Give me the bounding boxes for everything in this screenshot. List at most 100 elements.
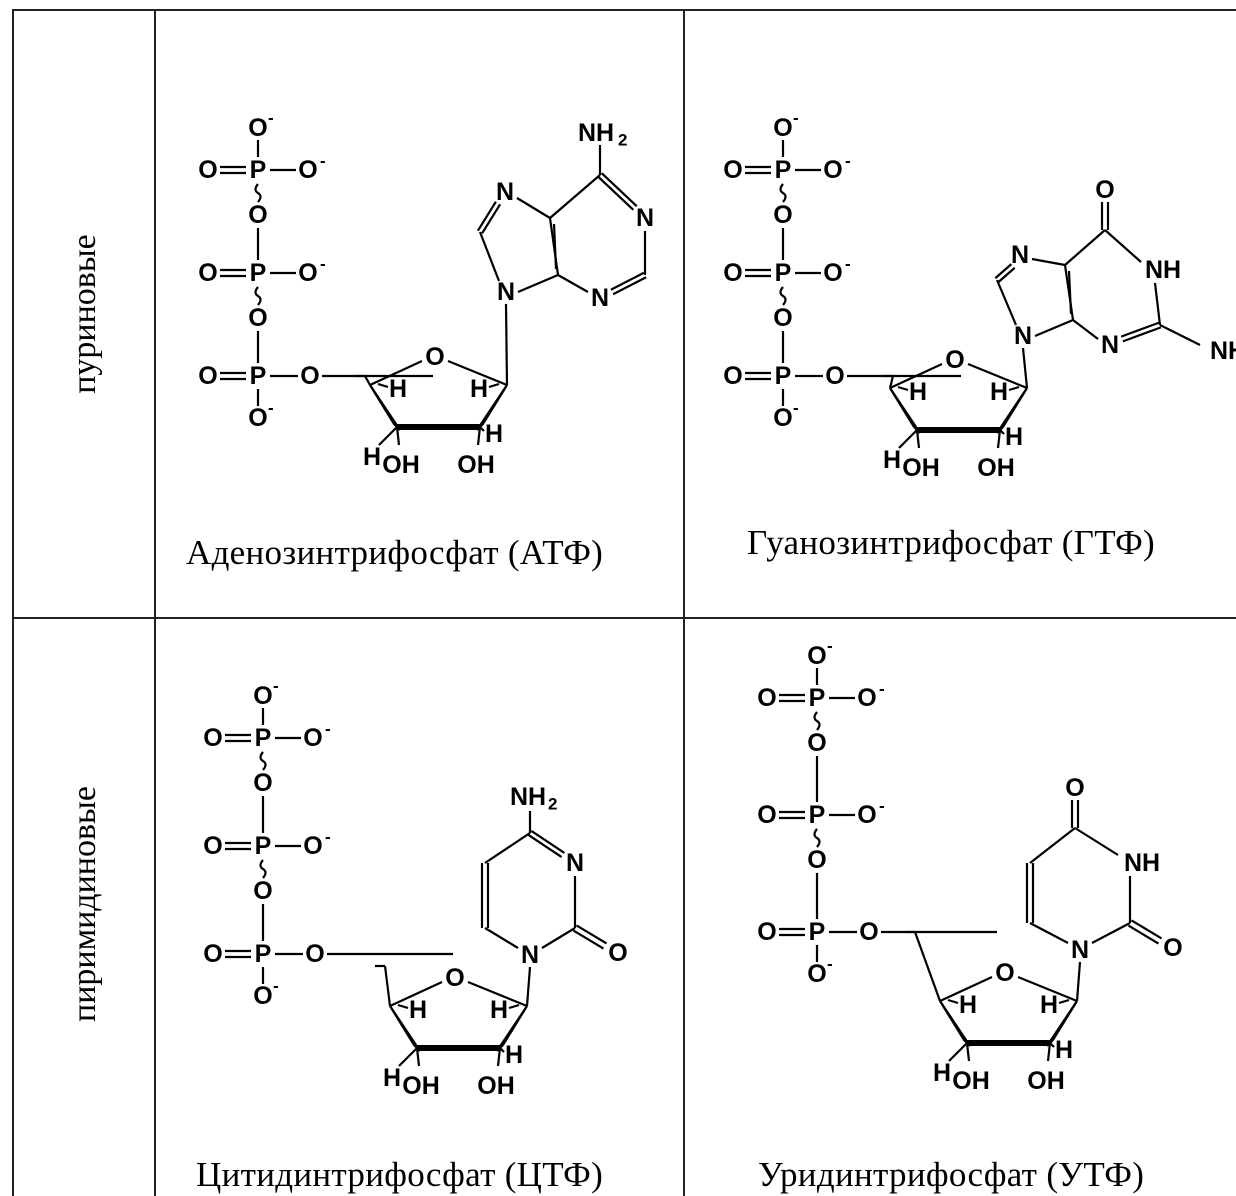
atom-O: O bbox=[253, 769, 272, 797]
charge-minus: - bbox=[320, 152, 326, 171]
table-divider-label-column bbox=[154, 10, 156, 1196]
atom-NH: NH bbox=[1124, 849, 1160, 877]
bond bbox=[995, 279, 1018, 326]
bond-ring bbox=[447, 359, 508, 387]
bond bbox=[415, 1047, 421, 1067]
atom-O: O bbox=[857, 801, 876, 829]
atom-O: O bbox=[823, 259, 842, 287]
charge-minus: - bbox=[273, 977, 279, 996]
atom-P: P bbox=[809, 801, 826, 829]
atom-N: N bbox=[636, 204, 654, 232]
high-energy-bond bbox=[813, 828, 821, 848]
high-energy-bond bbox=[779, 286, 787, 306]
atom-P: P bbox=[250, 259, 267, 287]
high-energy-bond bbox=[259, 751, 267, 771]
charge-minus: - bbox=[320, 255, 326, 274]
atom-O: O bbox=[859, 918, 878, 946]
bond bbox=[484, 832, 531, 864]
charge-minus: - bbox=[268, 399, 274, 418]
bond bbox=[476, 426, 482, 446]
atom-OH: OH bbox=[402, 1072, 440, 1100]
charge-minus: - bbox=[879, 797, 885, 816]
atom-O: O bbox=[300, 362, 319, 390]
double-bond bbox=[597, 176, 635, 211]
bond bbox=[1067, 270, 1073, 315]
bond bbox=[377, 382, 389, 389]
bond-ring bbox=[889, 363, 943, 389]
atom-H: H bbox=[959, 991, 977, 1019]
bond bbox=[1034, 318, 1074, 338]
atom-NH2: NH bbox=[1210, 337, 1236, 365]
double-bond bbox=[528, 834, 563, 858]
charge-minus: - bbox=[845, 255, 851, 274]
atom-O-ring: O bbox=[425, 343, 444, 371]
atom-O: O bbox=[857, 684, 876, 712]
atom-P: P bbox=[775, 362, 792, 390]
atom-O-ring: O bbox=[995, 959, 1014, 987]
bond bbox=[1074, 827, 1119, 856]
double-bond bbox=[530, 830, 565, 854]
atom-N: N bbox=[1014, 322, 1032, 350]
bond bbox=[1072, 319, 1099, 340]
bond bbox=[965, 1042, 971, 1062]
double-bond bbox=[1122, 326, 1162, 343]
double-bond bbox=[476, 201, 497, 232]
bond bbox=[395, 426, 401, 446]
bond bbox=[915, 429, 921, 449]
double-bond bbox=[1120, 321, 1160, 338]
atom-N: N bbox=[1071, 936, 1089, 964]
atom-NH2: NH bbox=[578, 119, 614, 147]
bond-ring bbox=[369, 360, 423, 386]
bond bbox=[516, 197, 551, 219]
atom-P: P bbox=[255, 832, 272, 860]
bond-c5-c4 bbox=[888, 375, 895, 389]
atom-P: P bbox=[775, 156, 792, 184]
bond-ring bbox=[389, 981, 443, 1007]
atom-P: P bbox=[775, 259, 792, 287]
atom-O: O bbox=[723, 156, 742, 184]
charge-minus: - bbox=[793, 399, 799, 418]
atom-O: O bbox=[825, 362, 844, 390]
atom-O: O bbox=[773, 404, 792, 432]
caption-ctp: Цитидинтрифосфат (ЦТФ) bbox=[196, 1155, 604, 1194]
atom-N: N bbox=[496, 178, 514, 206]
bond bbox=[897, 385, 909, 392]
bond bbox=[1159, 324, 1201, 346]
atom-H: H bbox=[505, 1041, 523, 1069]
bond bbox=[496, 1047, 502, 1067]
bond bbox=[517, 273, 559, 294]
atom-O: O bbox=[807, 642, 826, 670]
high-energy-bond bbox=[259, 859, 267, 879]
atom-O: O bbox=[1095, 176, 1114, 204]
atom-O: O bbox=[203, 940, 222, 968]
atom-N: N bbox=[591, 284, 609, 312]
bond bbox=[525, 966, 532, 1007]
double-bond bbox=[600, 172, 638, 207]
bond bbox=[1153, 282, 1162, 326]
double-bond bbox=[997, 267, 1016, 283]
double-bond bbox=[572, 929, 605, 950]
atom-N: N bbox=[1101, 331, 1119, 359]
atom-O: O bbox=[773, 114, 792, 142]
subscript-2: 2 bbox=[548, 795, 557, 814]
atom-O: O bbox=[248, 404, 267, 432]
bond bbox=[1075, 961, 1082, 1002]
atom-O: O bbox=[253, 682, 272, 710]
bond bbox=[1091, 922, 1131, 944]
atom-P: P bbox=[255, 724, 272, 752]
atom-O: O bbox=[248, 304, 267, 332]
double-bond bbox=[481, 203, 502, 234]
atom-P: P bbox=[809, 684, 826, 712]
atom-O: O bbox=[757, 801, 776, 829]
atom-O: O bbox=[723, 259, 742, 287]
bond bbox=[398, 1047, 418, 1067]
bond-ring bbox=[939, 976, 993, 1002]
atom-O: O bbox=[807, 846, 826, 874]
